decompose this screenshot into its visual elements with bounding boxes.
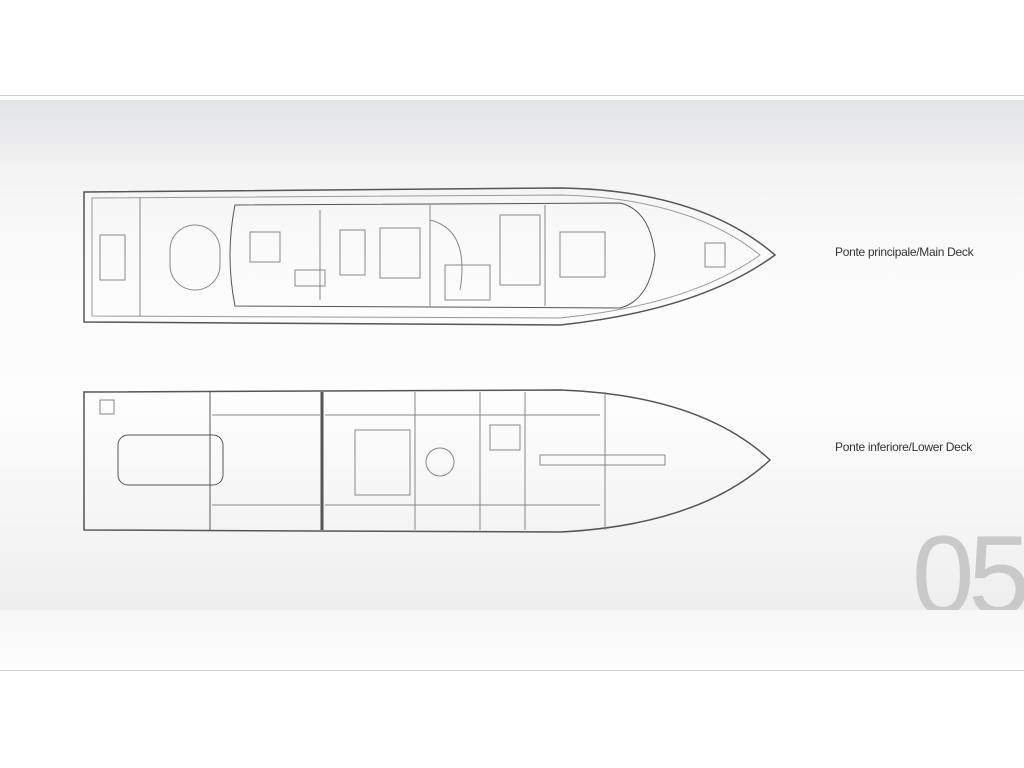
- bottom-band: [0, 610, 1024, 670]
- deck-plan-panel: 05: [0, 100, 1024, 610]
- lower-deck-label: Ponte inferiore/Lower Deck: [835, 440, 972, 454]
- main-deck-plan: [83, 187, 777, 326]
- main-deck-label: Ponte principale/Main Deck: [835, 245, 974, 259]
- lower-deck-plan: [83, 389, 772, 533]
- top-divider: [0, 95, 1024, 96]
- bottom-divider: [0, 670, 1024, 671]
- deck-plans-drawing: [83, 187, 777, 533]
- page-number: 05: [912, 513, 1024, 611]
